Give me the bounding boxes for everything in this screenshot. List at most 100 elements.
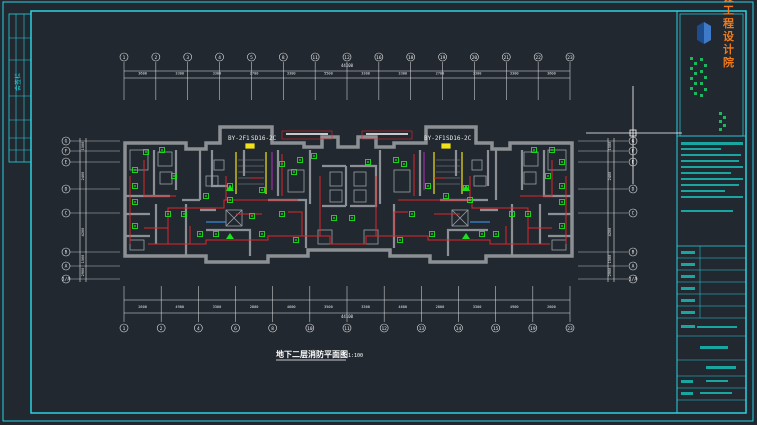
- bottom-dim-text: 3300: [361, 305, 370, 309]
- top-axis-bubble: [247, 52, 256, 62]
- smoke-detector-icon: [409, 211, 415, 217]
- bottom-axis-bubble: [194, 323, 203, 333]
- right-row-label: G: [632, 139, 635, 145]
- bottom-total-dim: 44100: [341, 314, 354, 319]
- right-row-label: E: [632, 160, 635, 166]
- left-row-label: D: [65, 187, 68, 193]
- bottom-dim-text: 2600: [547, 305, 556, 309]
- smoke-detector-icon: [525, 211, 531, 217]
- bottom-dim-text: 4600: [287, 305, 296, 309]
- smoke-detector-dot: [431, 233, 433, 235]
- left-row-bubble: [61, 208, 71, 218]
- right-dim-text: 4200: [608, 228, 612, 237]
- bottom-axis-bubble: [268, 323, 277, 333]
- alarm-horn-icon: [462, 185, 470, 191]
- bottom-axis-label: 15: [493, 326, 499, 332]
- top-dim-text: 3600: [138, 72, 147, 76]
- top-dim-text: 3300: [473, 72, 482, 76]
- left-row-bubble: [61, 247, 71, 257]
- smoke-detector-icon: [203, 193, 209, 199]
- top-axis-bubble: [438, 52, 447, 62]
- smoke-detector-dot: [469, 199, 471, 201]
- right-dim-text: 2400: [608, 172, 612, 181]
- bottom-dim-text: 3300: [213, 305, 222, 309]
- smoke-detector-dot: [281, 163, 283, 165]
- smoke-detector-dot: [134, 185, 136, 187]
- bottom-axis-bubble: [417, 323, 426, 333]
- smoke-detector-icon: [213, 231, 219, 237]
- top-dim-text: 3300: [398, 72, 407, 76]
- company-name: 建设工程设计院: [722, 0, 735, 70]
- right-row-label: 1/A: [629, 277, 637, 283]
- top-axis-bubble: [470, 52, 479, 62]
- top-axis-label: 23: [567, 55, 573, 61]
- smoke-detector-dot: [511, 213, 513, 215]
- device-layer: [132, 147, 565, 243]
- left-row-label: 1/A: [62, 277, 70, 283]
- smoke-detector-dot: [367, 161, 369, 163]
- top-dim-text: 2700: [250, 72, 259, 76]
- left-row-label: E: [65, 160, 68, 166]
- note-text-bars: [286, 133, 408, 135]
- stair-layer: [235, 143, 463, 194]
- top-axis-bubble: [565, 52, 575, 62]
- smoke-detector-icon: [293, 237, 299, 243]
- smoke-detector-icon: [331, 215, 337, 221]
- top-axis-bubble: [278, 52, 288, 62]
- smoke-detector-icon: [549, 147, 555, 153]
- smoke-detector-dot: [161, 149, 163, 151]
- smoke-detector-icon: [132, 167, 138, 173]
- smoke-detector-dot: [427, 185, 429, 187]
- left-dim-text: 1500: [81, 142, 85, 151]
- top-axis-bubble: [119, 52, 129, 62]
- right-row-label: F: [632, 149, 635, 155]
- smoke-detector-dot: [183, 213, 185, 215]
- left-row-label: B: [65, 250, 68, 256]
- bottom-axis-label: 13: [419, 326, 425, 332]
- smoke-detector-icon: [349, 215, 355, 221]
- right-row-bubble: [628, 208, 638, 218]
- left-row-bubble: [61, 146, 71, 156]
- bottom-dim-text: 4900: [510, 305, 519, 309]
- smoke-detector-dot: [261, 189, 263, 191]
- top-axis-label: 5: [250, 55, 253, 61]
- right-row-label: C: [632, 211, 635, 217]
- right-row-bubble: [628, 146, 638, 156]
- bottom-dim-text: 2800: [436, 305, 445, 309]
- bottom-axis-label: 11: [344, 326, 350, 332]
- wall-layer: [123, 125, 574, 264]
- left-row-bubble: [61, 261, 71, 271]
- smoke-detector-icon: [479, 231, 485, 237]
- top-axis-label: 3: [186, 55, 189, 61]
- smoke-detector-icon: [259, 187, 265, 193]
- alarm-horn-icon: [226, 233, 234, 239]
- top-dim-text: 3600: [547, 72, 556, 76]
- smoke-detector-icon: [311, 153, 317, 159]
- smoke-detector-icon: [143, 149, 149, 155]
- left-row-label: G: [65, 139, 68, 145]
- top-axis-label: 11: [312, 55, 318, 61]
- smoke-detector-dot: [173, 175, 175, 177]
- bottom-axis-label: 19: [530, 326, 536, 332]
- smoke-detector-icon: [425, 183, 431, 189]
- smoke-detector-dot: [481, 233, 483, 235]
- smoke-detector-icon: [279, 211, 285, 217]
- right-dim-text: 2900: [608, 268, 612, 277]
- right-dim-text: 1500: [608, 255, 612, 264]
- top-dim-text: 3300: [510, 72, 519, 76]
- smoke-detector-icon: [559, 223, 565, 229]
- top-dim-text: 5500: [324, 72, 333, 76]
- left-row-label: C: [65, 211, 68, 217]
- smoke-detector-dot: [333, 217, 335, 219]
- top-axis-bubble: [151, 52, 161, 62]
- left-row-bubble: [61, 184, 71, 194]
- smoke-detector-dot: [199, 233, 201, 235]
- smoke-detector-dot: [229, 199, 231, 201]
- left-dim-text: 2400: [81, 172, 85, 181]
- bottom-dim-text: 2800: [250, 305, 259, 309]
- top-axis-bubble: [342, 52, 352, 62]
- left-dim-text: 4200: [81, 228, 85, 237]
- smoke-detector-icon: [493, 231, 499, 237]
